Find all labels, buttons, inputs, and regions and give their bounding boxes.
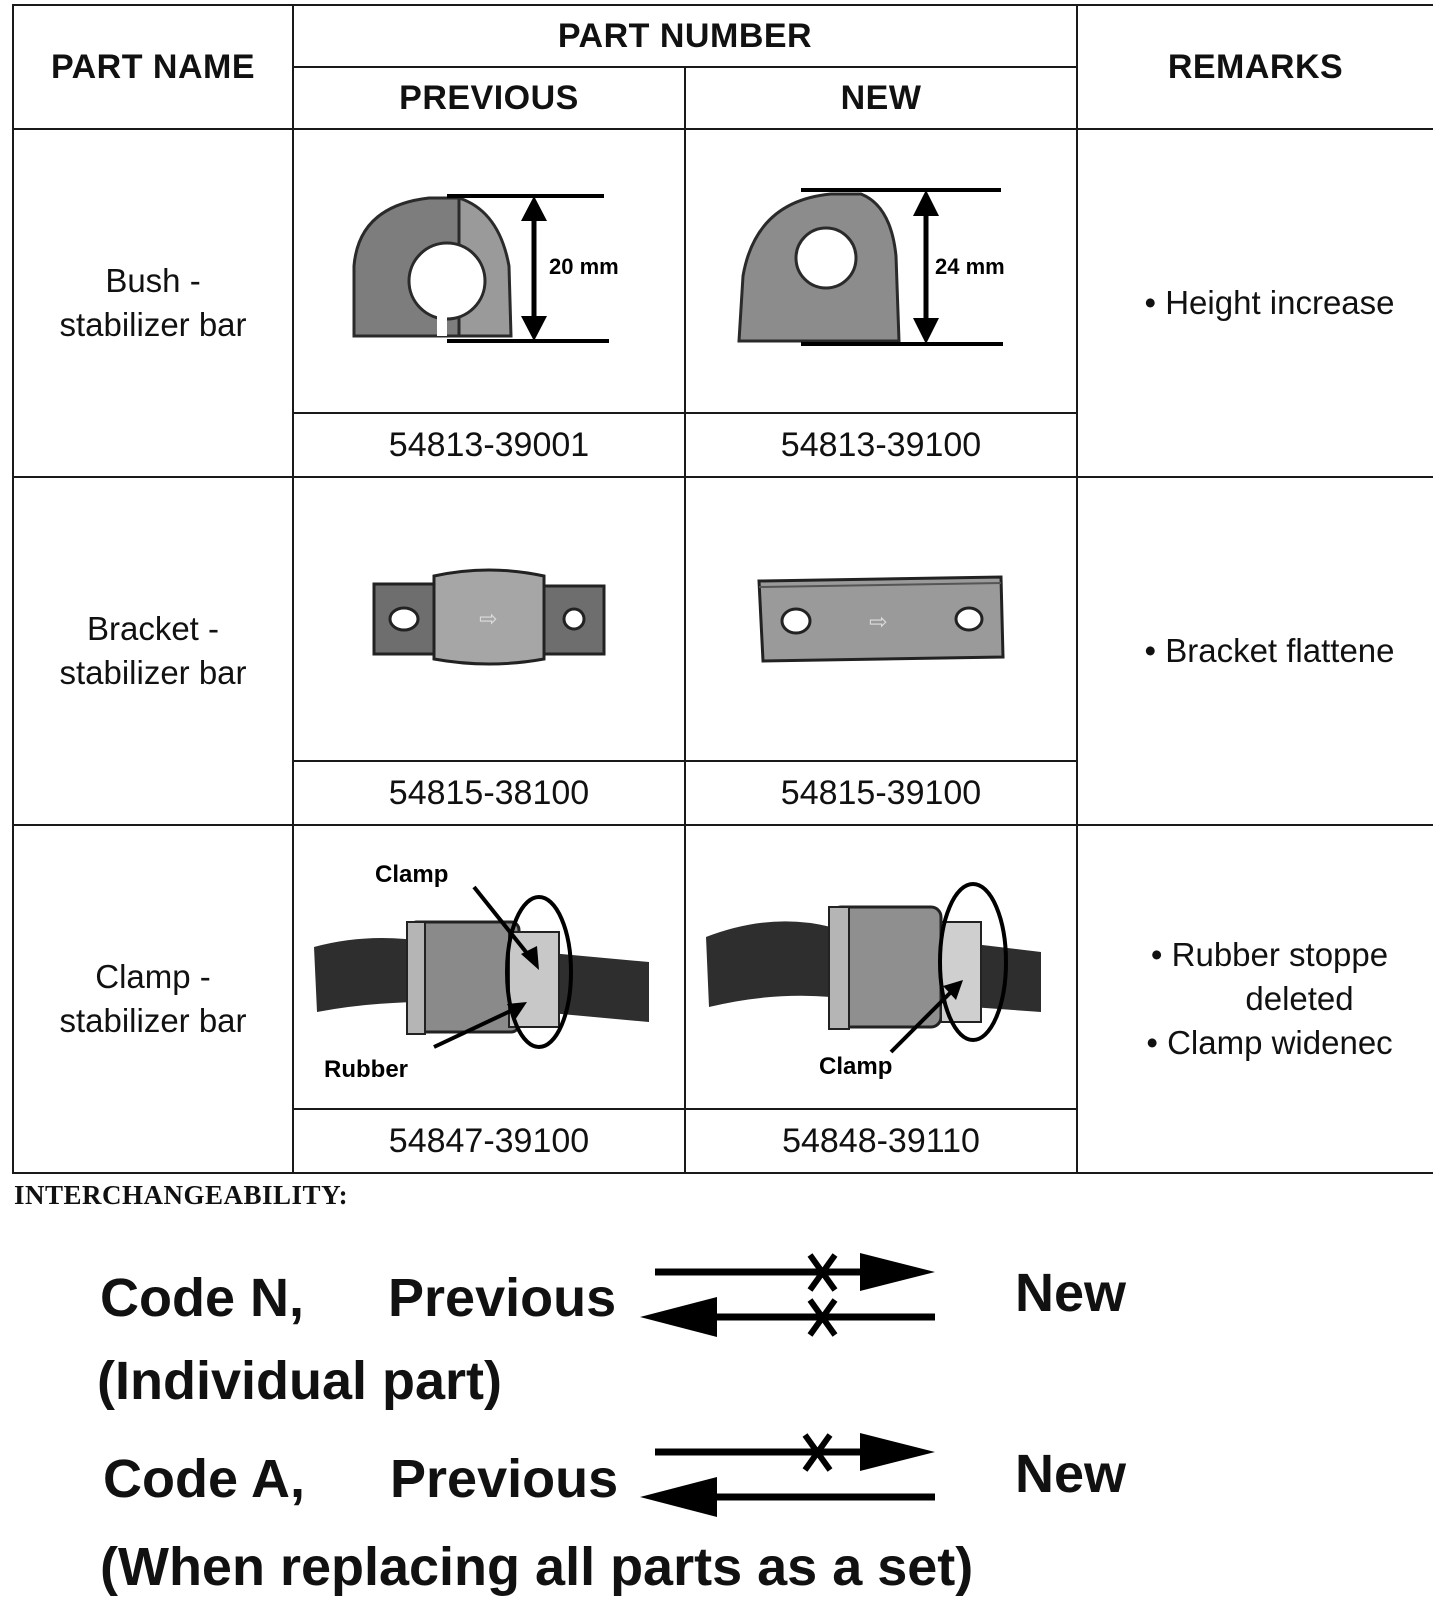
code-a-label: Code A,: [103, 1449, 305, 1509]
previous-part-number: 54815-38100: [292, 760, 686, 826]
remark-item: • Clamp widenec: [1146, 1024, 1393, 1061]
remarks-cell: • Rubber stoppe deleted • Clamp widenec: [1076, 824, 1434, 1174]
dimension-label: 20 mm: [549, 254, 619, 279]
part-name-line: Clamp -: [95, 958, 211, 995]
part-name-cell: Bush - stabilizer bar: [12, 128, 294, 478]
new-part-number: 54815-39100: [683, 760, 1079, 826]
table-row: Bush - stabilizer bar 20 mm: [12, 128, 1434, 478]
interchangeability-title: INTERCHANGEABILITY:: [14, 1180, 349, 1210]
previous-part-number: 54813-39001: [292, 412, 686, 478]
header-previous: PREVIOUS: [292, 66, 686, 130]
previous-part-number: 54847-39100: [292, 1108, 686, 1174]
bush-previous-image: 20 mm: [352, 194, 619, 343]
table-row: Clamp - stabilizer bar Clamp Rubber: [12, 824, 1434, 1174]
no-interchange-x-icon: [807, 1253, 838, 1292]
remark-item: deleted: [1245, 980, 1354, 1017]
clamp-label: Clamp: [375, 861, 448, 888]
image-cell-new: Clamp: [683, 824, 1079, 1110]
code-a-new: New: [1015, 1444, 1127, 1504]
part-name-line: Bush -: [105, 262, 201, 299]
new-part-number: 54813-39100: [683, 412, 1079, 478]
no-interchange-x-icon: [807, 1298, 838, 1337]
code-a-note: (When replacing all parts as a set): [100, 1537, 974, 1597]
part-name-cell: Clamp - stabilizer bar: [12, 824, 294, 1174]
code-a-previous: Previous: [390, 1449, 619, 1509]
code-a-arrows: [640, 1433, 935, 1517]
remark-item: • Height increase: [1144, 284, 1395, 321]
rubber-label: Rubber: [324, 1056, 408, 1082]
parts-table: PART NAME PART NUMBER REMARKS PREVIOUS N…: [12, 4, 1434, 1174]
dimension-label: 24 mm: [935, 254, 1005, 279]
remark-item: • Rubber stoppe: [1150, 936, 1389, 973]
remarks-cell: • Bracket flattene: [1076, 476, 1434, 826]
part-name-line: Bracket -: [86, 610, 220, 647]
bracket-previous-image: ⇨: [372, 568, 606, 666]
clamp-label: Clamp: [819, 1053, 892, 1080]
part-name-line: stabilizer bar: [59, 1002, 247, 1039]
image-cell-previous: Clamp Rubber: [292, 824, 686, 1110]
code-n-new: New: [1015, 1263, 1127, 1323]
clamp-previous-image: Clamp Rubber: [314, 861, 649, 1082]
header-remarks: REMARKS: [1076, 4, 1434, 130]
part-name-line: stabilizer bar: [59, 306, 247, 343]
remark-item: • Bracket flattene: [1144, 632, 1395, 669]
header-part-number: PART NUMBER: [291, 4, 1079, 68]
image-cell-previous: 20 mm: [292, 128, 686, 414]
new-part-number: 54848-39110: [683, 1108, 1079, 1174]
image-cell-previous: ⇨: [292, 476, 686, 762]
header-part-name: PART NAME: [12, 4, 294, 130]
code-n-label: Code N,: [100, 1268, 305, 1328]
code-n-previous: Previous: [388, 1268, 617, 1328]
image-cell-new: 24 mm: [683, 128, 1079, 414]
svg-text:⇨: ⇨: [479, 607, 497, 632]
bush-new-image: 24 mm: [737, 188, 1005, 346]
code-n-note: (Individual part): [97, 1351, 502, 1411]
remarks-cell: • Height increase: [1076, 128, 1434, 478]
clamp-new-image: Clamp: [706, 882, 1041, 1080]
code-n-arrows: [640, 1253, 935, 1337]
svg-text:⇨: ⇨: [869, 610, 887, 635]
bracket-new-image: ⇨: [757, 575, 1005, 663]
part-name-line: stabilizer bar: [59, 654, 247, 691]
table-row: Bracket - stabilizer bar ⇨ ⇨ • Br: [12, 476, 1434, 826]
part-name-cell: Bracket - stabilizer bar: [12, 476, 294, 826]
header-new: NEW: [683, 66, 1079, 130]
image-cell-new: ⇨: [683, 476, 1079, 762]
no-interchange-x-icon: [802, 1433, 833, 1472]
